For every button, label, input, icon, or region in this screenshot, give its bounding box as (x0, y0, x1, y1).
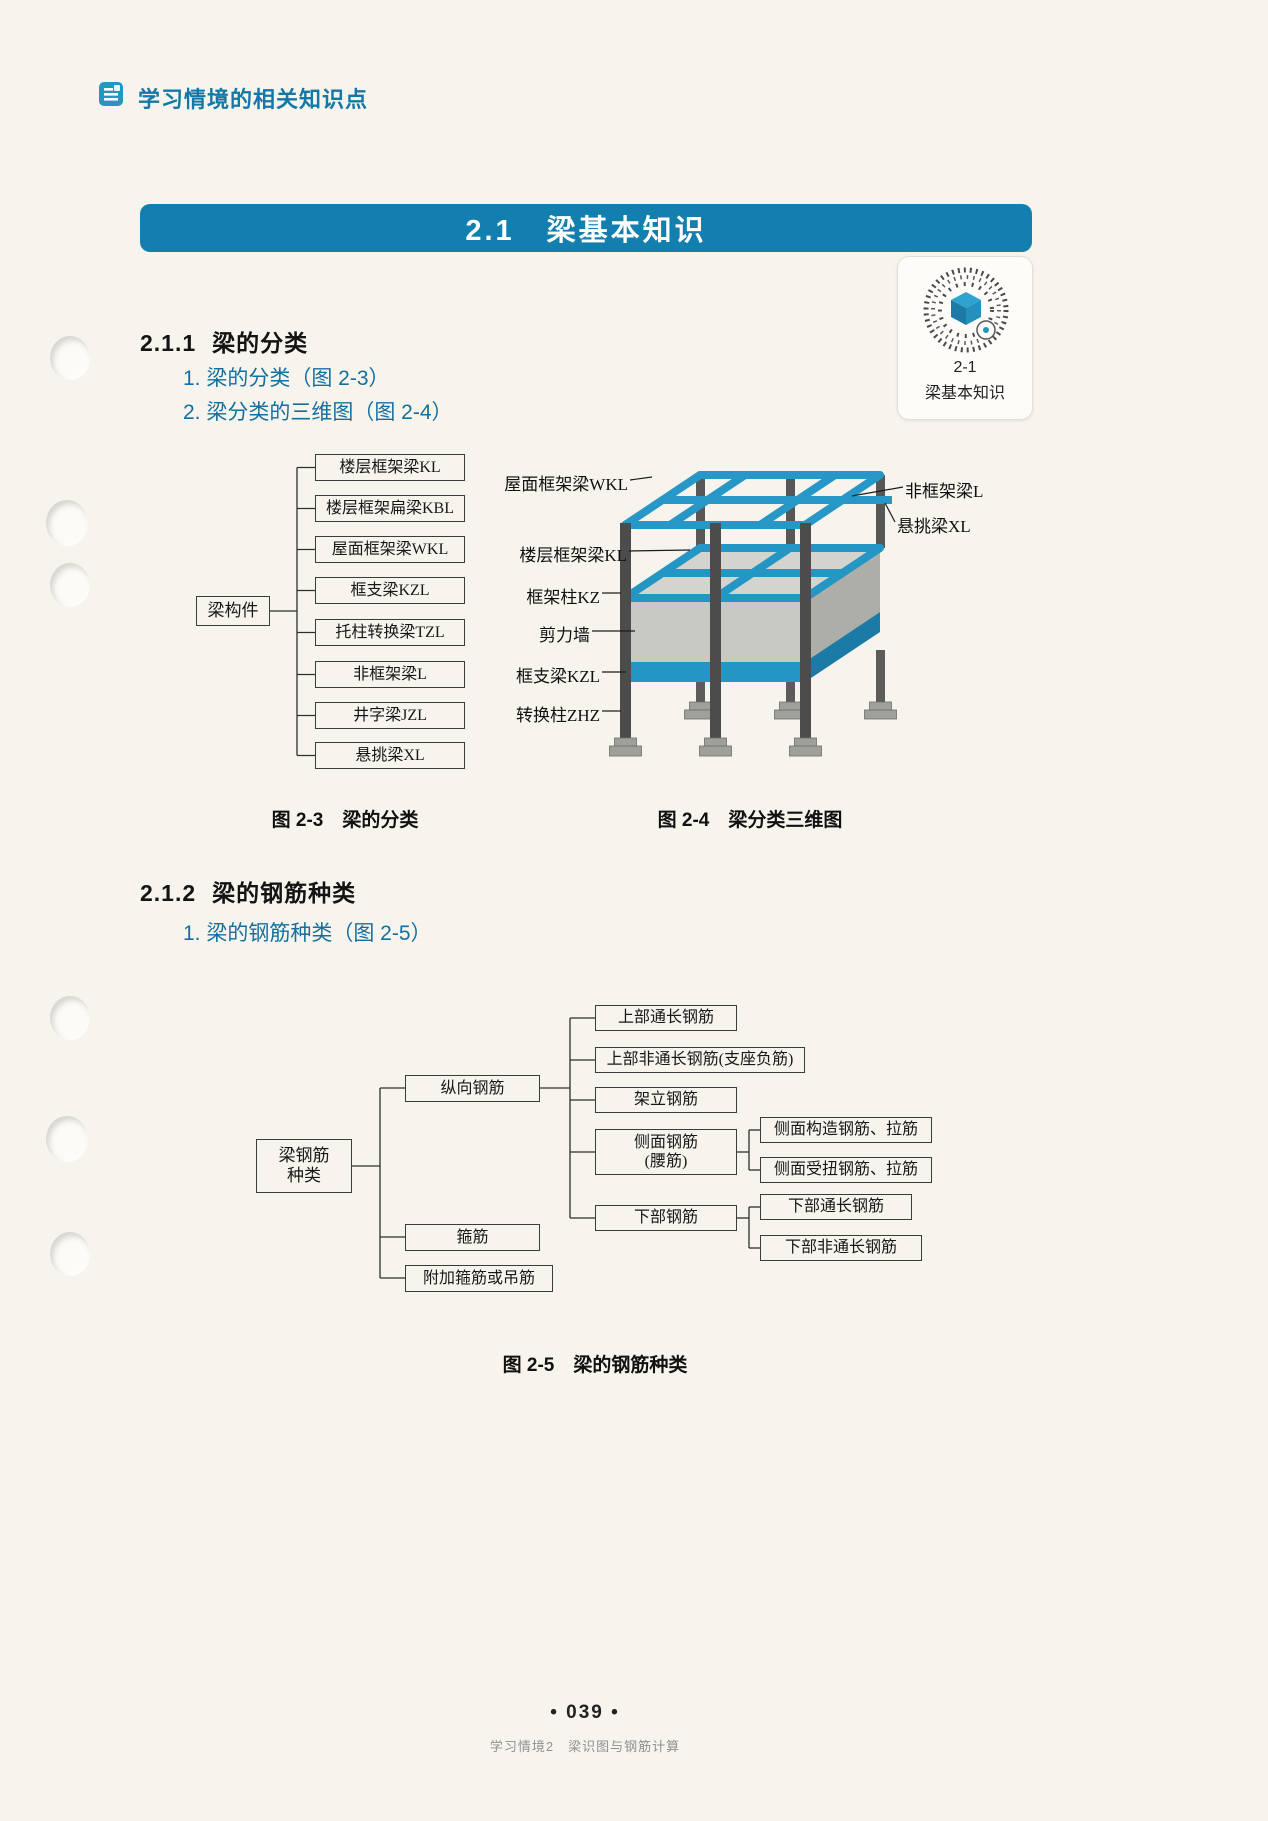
fig25-node: 架立钢筋 (595, 1087, 737, 1113)
fig23-caption: 图 2-3 梁的分类 (271, 810, 419, 831)
fig24-label: 剪力墙 (539, 626, 590, 645)
fig23-node: 托柱转换梁TZL (315, 619, 465, 646)
hole-punch (50, 996, 90, 1040)
section-title: 梁的分类 (212, 330, 309, 356)
fig24-3d-drawing (500, 450, 1015, 795)
fig25-root-line2: 种类 (287, 1166, 321, 1185)
hole-punch (46, 1116, 88, 1162)
fig25-node: 下部钢筋 (595, 1205, 737, 1231)
fig24-caption: 图 2-4 梁分类三维图 (657, 810, 843, 831)
qr-media-card: 2-1 梁基本知识 (897, 256, 1033, 420)
hole-punch (50, 563, 90, 607)
page-number: • 039 • (550, 1702, 620, 1723)
qr-card-code: 2-1 (953, 359, 977, 376)
notebook-icon (98, 80, 126, 108)
fig25-node: 箍筋 (405, 1224, 540, 1251)
hole-punch (50, 336, 90, 380)
fig23-root-node: 梁构件 (196, 596, 270, 626)
fig25-side-line2: (腰筋) (644, 1153, 688, 1170)
roof-frame-beams (621, 471, 892, 529)
fig24-label: 框架柱KZ (526, 588, 600, 607)
section-heading-212: 2.1.2 梁的钢筋种类 (140, 874, 356, 908)
fig23-node: 楼层框架梁KL (315, 454, 465, 481)
fig24-label: 悬挑梁XL (897, 517, 971, 536)
hole-punch (46, 500, 88, 546)
qr-circle-icon (923, 267, 1009, 353)
fig23-node: 非框架梁L (315, 661, 465, 688)
fig25-node: 下部非通长钢筋 (760, 1235, 922, 1261)
fig25-node: 侧面构造钢筋、拉筋 (760, 1117, 932, 1143)
fig23-node: 框支梁KZL (315, 577, 465, 604)
fig24-label: 框支梁KZL (515, 667, 600, 686)
fig25-node: 附加箍筋或吊筋 (405, 1265, 553, 1292)
fig24-label: 楼层框架梁KL (519, 546, 627, 565)
section-heading-211: 2.1.1 梁的分类 (140, 324, 308, 358)
fig23-node: 屋面框架梁WKL (315, 536, 465, 563)
floor-frame-beams (621, 544, 884, 602)
front-footings (609, 737, 822, 757)
qr-card-label: 梁基本知识 (924, 385, 1005, 402)
page-header-title: 学习情境的相关知识点 (138, 87, 369, 112)
section-banner: 2.1 梁基本知识 (140, 204, 1032, 252)
fig25-node: 上部非通长钢筋(支座负筋) (595, 1047, 805, 1073)
fig25-root-line1: 梁钢筋 (278, 1145, 330, 1165)
fig25-side-node: 侧面钢筋 (腰筋) (595, 1129, 737, 1175)
fig23-node: 楼层框架扁梁KBL (315, 495, 465, 522)
leader-lines (592, 476, 904, 712)
fig23-node: 井字梁JZL (315, 702, 465, 729)
fig25-node: 侧面受扭钢筋、拉筋 (760, 1157, 932, 1183)
fig25-node: 纵向钢筋 (405, 1075, 540, 1102)
back-columns (696, 475, 885, 548)
fig23-node: 悬挑梁XL (315, 742, 465, 769)
list-item: 1. 梁的钢筋种类（图 2-5） (183, 922, 432, 945)
section-banner-title: 2.1 梁基本知识 (465, 215, 707, 247)
fig25-side-line1: 侧面钢筋 (633, 1133, 698, 1151)
list-item: 1. 梁的分类（图 2-3） (183, 367, 390, 390)
fig25-caption: 图 2-5 梁的钢筋种类 (502, 1355, 688, 1376)
section-title: 梁的钢筋种类 (212, 880, 357, 906)
hole-punch (50, 1232, 90, 1276)
fig25-node: 下部通长钢筋 (760, 1194, 912, 1220)
fig24-label: 屋面框架梁WKL (504, 475, 628, 494)
list-item: 2. 梁分类的三维图（图 2-4） (183, 401, 453, 424)
fig24-label: 非框架梁L (905, 482, 984, 501)
fig25-root-node: 梁钢筋 种类 (256, 1139, 352, 1193)
fig25-node: 上部通长钢筋 (595, 1005, 737, 1031)
section-number: 2.1.1 (140, 330, 197, 356)
fig24-label: 转换柱ZHZ (515, 706, 600, 725)
section-number: 2.1.2 (140, 880, 197, 906)
footer-caption: 学习情境2 梁识图与钢筋计算 (489, 1739, 681, 1754)
